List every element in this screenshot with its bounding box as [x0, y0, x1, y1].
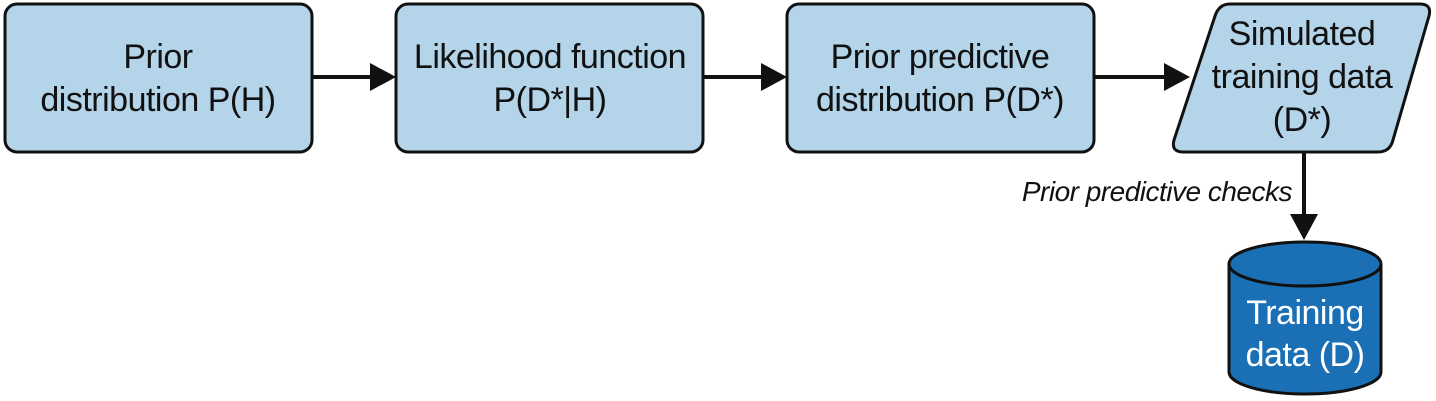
- arrow-simulated-to-training: [1290, 152, 1318, 240]
- training-data-node: Training data (D): [1227, 240, 1383, 396]
- arrow-prior-to-likelihood: [312, 63, 396, 91]
- arrow-predictive-to-simulated: [1094, 63, 1190, 91]
- prior-predictive-label-line1: Prior predictive: [831, 38, 1050, 76]
- arrowhead-icon: [1290, 214, 1318, 240]
- simulated-training-data-label-line1: Simulated: [1229, 15, 1376, 53]
- likelihood-function-label-line1: Likelihood function: [414, 38, 686, 76]
- prior-predictive-checks-label: Prior predictive checks: [1022, 176, 1293, 207]
- training-data-cylinder-body: [1227, 264, 1383, 396]
- simulated-training-data-shape: [1171, 2, 1432, 154]
- prior-distribution-label-line2: distribution P(H): [40, 81, 275, 119]
- simulated-training-data-label-line3: (D*): [1273, 101, 1331, 139]
- prior-predictive-box: [785, 2, 1096, 154]
- prior-distribution-label-line1: Prior: [123, 38, 192, 76]
- arrowhead-icon: [370, 63, 396, 91]
- prior-predictive-node: Prior predictive distribution P(D*): [785, 2, 1096, 154]
- arrow-likelihood-to-predictive: [703, 63, 787, 91]
- prior-distribution-box: [3, 2, 314, 154]
- training-data-label-line2: data (D): [1246, 336, 1365, 374]
- training-data-label-line1: Training: [1246, 294, 1364, 332]
- likelihood-function-box: [394, 2, 705, 154]
- arrowhead-icon: [761, 63, 787, 91]
- likelihood-function-label-line2: P(D*|H): [494, 81, 607, 119]
- arrowhead-icon: [1164, 63, 1190, 91]
- simulated-training-data-label-line2: training data: [1212, 58, 1393, 96]
- simulated-training-data-node: Simulated training data (D*): [1171, 2, 1432, 154]
- prior-predictive-label-line2: distribution P(D*): [816, 81, 1064, 119]
- likelihood-function-node: Likelihood function P(D*|H): [394, 2, 705, 154]
- training-data-cylinder-top: [1227, 240, 1383, 288]
- prior-distribution-node: Prior distribution P(H): [3, 2, 314, 154]
